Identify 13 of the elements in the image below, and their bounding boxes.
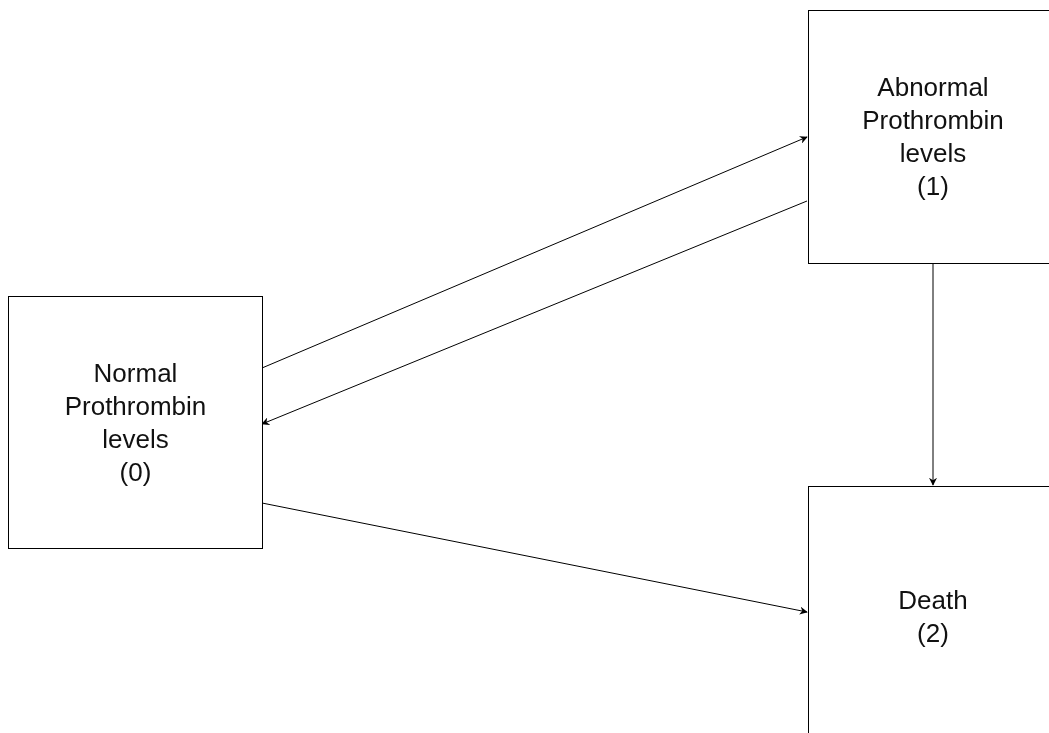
state-box [808, 10, 1049, 264]
state-box [808, 486, 1049, 733]
arrow [261, 502, 808, 615]
state-label: Death [898, 584, 968, 617]
state-label: Abnormal Prothrombin levels [861, 71, 1005, 170]
state-label: (0) [119, 455, 152, 489]
state-box [8, 296, 263, 549]
state-label: (2) [917, 617, 949, 650]
arrow [929, 263, 937, 486]
state-label: (1) [917, 170, 949, 203]
arrow [261, 136, 808, 369]
arrow [261, 200, 808, 425]
state-label: Normal Prothrombin levels [63, 356, 208, 456]
